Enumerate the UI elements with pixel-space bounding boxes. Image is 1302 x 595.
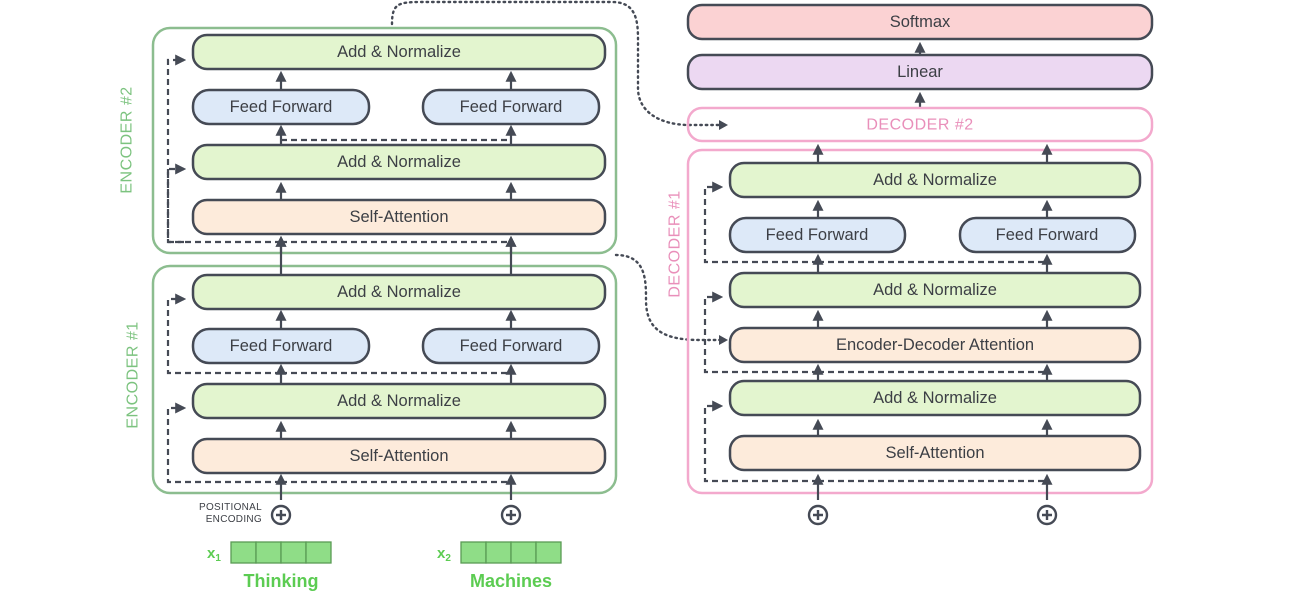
decoder-1-encoder-decoder-attention-label: Encoder-Decoder Attention (836, 336, 1034, 354)
decoder-1-self-attention-label: Self-Attention (885, 444, 984, 462)
encoder-1-feed-forward-right-label: Feed Forward (460, 337, 563, 355)
input-vector-1: x1 (207, 541, 332, 564)
encoder-1-add-normalize-bottom (191, 382, 607, 420)
decoder-2-label: DECODER #2 (866, 117, 973, 134)
positional-encoding-label-line1: POSITIONAL (199, 502, 262, 513)
decoder-1-self-attention (728, 434, 1142, 472)
encoder-1-feed-forward-left-label: Feed Forward (230, 337, 333, 355)
encoder-2: ENCODER #2 Add & Normalize Feed Forward … (119, 26, 618, 255)
encoder-1-frame (151, 264, 618, 495)
encoder-to-decoder-1-connection (614, 253, 724, 342)
decoder-1-add-normalize-bottom (728, 379, 1142, 417)
decoder-1-add-normalize-top (728, 161, 1142, 199)
linear-label: Linear (897, 63, 943, 81)
encoder-2-self-attention (191, 198, 607, 236)
encoder-2-residual-1 (166, 54, 281, 244)
encoder-1-add-normalize-bottom-label: Add & Normalize (337, 392, 461, 410)
encoder-2-feed-forward-left-label: Feed Forward (230, 98, 333, 116)
decoder-1-feed-forward-left-label: Feed Forward (766, 226, 869, 244)
input-word-2: Machines (470, 571, 552, 591)
encoder-1-self-attention (191, 437, 607, 475)
plus-icon (1036, 504, 1058, 526)
decoder-1-frame (686, 148, 1154, 495)
encoder-2-add-normalize-top-label: Add & Normalize (337, 43, 461, 61)
decoder-1-add-normalize-bottom-label: Add & Normalize (873, 389, 997, 407)
encoder-1-label: ENCODER #1 (125, 321, 142, 428)
decoder-1-encoder-decoder-attention (728, 326, 1142, 364)
output-layers: Softmax Linear (686, 3, 1154, 108)
decoder-1-feed-forward-left (728, 216, 907, 254)
positional-encoding-label-line2: ENCODING (206, 514, 262, 525)
encoder-2-label: ENCODER #2 (119, 86, 136, 193)
encoder-2-add-normalize-bottom (191, 143, 607, 181)
encoder-1-self-attention-label: Self-Attention (349, 447, 448, 465)
input-1-symbol: x1 (207, 545, 221, 564)
encoder-2-add-normalize-top (191, 33, 607, 71)
encoder-2-feed-forward-left (191, 88, 371, 126)
softmax-label: Softmax (890, 13, 951, 31)
plus-icon (807, 504, 829, 526)
decoder-1-add-normalize-mid-label: Add & Normalize (873, 281, 997, 299)
decoder-1-feed-forward-right-label: Feed Forward (996, 226, 1099, 244)
decoder-1: DECODER #1 Add & Normalize Feed Forward … (667, 143, 1154, 526)
decoder-2-block (686, 106, 1154, 143)
encoder-2-self-attention-label: Self-Attention (349, 208, 448, 226)
encoder-1-add-normalize-top-label: Add & Normalize (337, 283, 461, 301)
input-vector-2: x2 (437, 541, 562, 564)
input-2-symbol: x2 (437, 545, 451, 564)
encoder-2-residual-0 (166, 163, 187, 244)
decoder-1-add-normalize-mid (728, 271, 1142, 309)
encoder-1-residual-0 (166, 402, 281, 484)
encoder-1-feed-forward-right (421, 327, 601, 365)
encoder-inputs: POSITIONAL ENCODING x1 Thinking x2 Mach (199, 502, 562, 591)
encoder-2-frame (151, 26, 618, 255)
decoder-1-add-normalize-top-label: Add & Normalize (873, 171, 997, 189)
decoder-1-feed-forward-right (958, 216, 1137, 254)
encoder-1-residual-1 (166, 293, 281, 375)
plus-icon (270, 504, 292, 526)
encoder-2-feed-forward-right (421, 88, 601, 126)
input-word-1: Thinking (244, 571, 319, 591)
encoder-2-feed-forward-right-label: Feed Forward (460, 98, 563, 116)
encoder-1-add-normalize-top (191, 273, 607, 311)
decoder-1-label: DECODER #1 (667, 190, 684, 297)
encoder-1: ENCODER #1 Add & Normalize Feed Forward … (125, 235, 618, 500)
encoder-2-add-normalize-bottom-label: Add & Normalize (337, 153, 461, 171)
plus-icon (500, 504, 522, 526)
encoder-1-feed-forward-left (191, 327, 371, 365)
softmax-block (686, 3, 1154, 41)
encoder-to-decoder-2-connection (390, 0, 724, 127)
